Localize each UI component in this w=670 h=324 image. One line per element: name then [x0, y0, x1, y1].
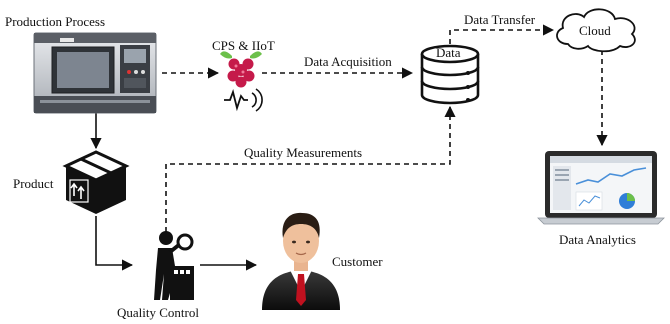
data-transfer-label: Data Transfer [464, 12, 536, 27]
cloud-label: Cloud [579, 23, 611, 38]
laptop-dashboard-icon [537, 151, 665, 225]
cloud-icon [556, 8, 636, 53]
package-box-icon [62, 150, 130, 214]
quality-control-label: Quality Control [117, 305, 199, 320]
arrow-product-to-quality [95, 216, 134, 271]
data-analytics-label: Data Analytics [559, 232, 636, 247]
signal-pulse-icon [224, 88, 263, 112]
businessman-icon [262, 212, 340, 310]
raspberry-pi-icon [220, 51, 262, 88]
production-process-label: Production Process [5, 14, 105, 29]
cps-iiot-label: CPS & IIoT [212, 38, 275, 53]
data-store-label: Data [436, 45, 461, 60]
quality-measurements-label: Quality Measurements [244, 145, 362, 160]
arrow-quality-to-database [165, 105, 456, 232]
arrow-database-to-cloud [449, 24, 555, 44]
database-icon [420, 44, 480, 105]
data-acquisition-label: Data Acquisition [304, 54, 392, 69]
customer-label: Customer [332, 254, 383, 269]
connectors [90, 24, 608, 271]
cnc-machine-icon [33, 32, 157, 114]
quality-inspector-icon [154, 231, 194, 300]
product-label: Product [13, 176, 54, 191]
